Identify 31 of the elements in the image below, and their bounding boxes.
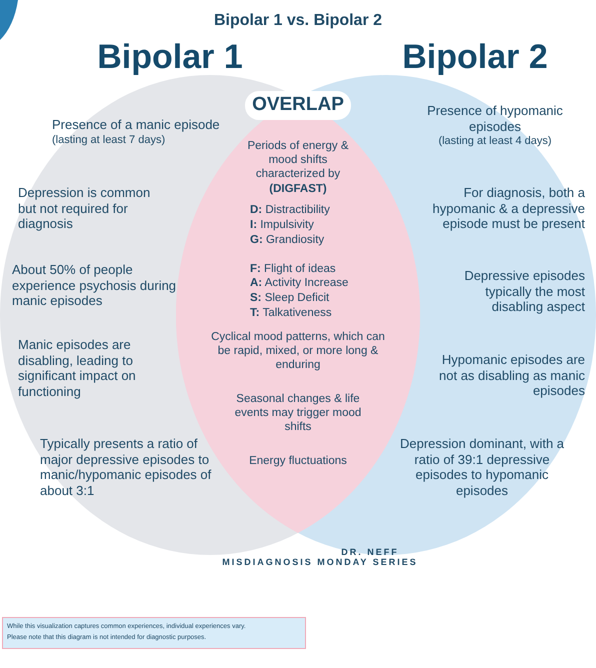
circle-heading: Bipolar 1 xyxy=(96,40,244,74)
description-text: Manic episodes are disabling, leading to significant impact on functioning xyxy=(18,337,137,400)
disclaimer-box xyxy=(2,617,306,649)
list-item: F: Flight of ideas xyxy=(250,263,337,277)
description-text: Typically presents a ratio of major depressive episodes to manic/hypomanic episodes of about 3:1 xyxy=(40,436,212,498)
title: Bipolar 1 vs. Bipolar 2 xyxy=(212,12,384,30)
description-text: Energy fluctuations xyxy=(248,455,348,469)
list-item: I: Impulsivity xyxy=(250,219,315,233)
list-item: S: Sleep Deficit xyxy=(250,292,330,306)
description-text: Presence of a manic episode xyxy=(52,117,221,133)
description-text: Depressive episodes typically the most disabling aspect xyxy=(463,268,585,315)
description-text: (DIGFAST) xyxy=(268,183,328,197)
description-text: For diagnosis, both a hypomanic & a depressive episode must be present xyxy=(432,185,585,232)
description-text: Depression is common but not required for diagnosis xyxy=(18,185,152,232)
list-item: G: Grandiosity xyxy=(250,234,326,248)
list-item: D: Distractibility xyxy=(250,204,331,218)
list-item: A: Activity Increase xyxy=(250,277,350,291)
description-text: Hypomanic episodes are not as disabling as manic episodes xyxy=(438,352,585,399)
series-name: MISDIAGNOSIS MONDAY SERIES xyxy=(221,557,419,568)
description-text: Presence of hypomanic episodes xyxy=(426,103,564,134)
description-text: About 50% of people experience psychosis during manic episodes xyxy=(12,262,177,309)
description-text: Seasonal changes & life events may trigger mood shifts xyxy=(234,393,362,434)
section-heading: OVERLAP xyxy=(245,91,351,120)
circle-heading: Bipolar 2 xyxy=(401,40,549,74)
description-text: Cyclical mood patterns, which can be rapid, mixed, or more long & enduring xyxy=(210,331,386,372)
note-text: (lasting at least 4 days) xyxy=(437,135,553,148)
list-item: T: Talkativeness xyxy=(250,307,333,321)
note-text: (lasting at least 7 days) xyxy=(52,134,166,148)
description-text: Periods of energy & mood shifts characterized by xyxy=(246,140,350,182)
author-credit: DR. NEFF xyxy=(340,547,400,558)
description-text: Depression dominant, with a ratio of 39:1 depressive episodes to hypomanic episodes xyxy=(398,436,566,498)
